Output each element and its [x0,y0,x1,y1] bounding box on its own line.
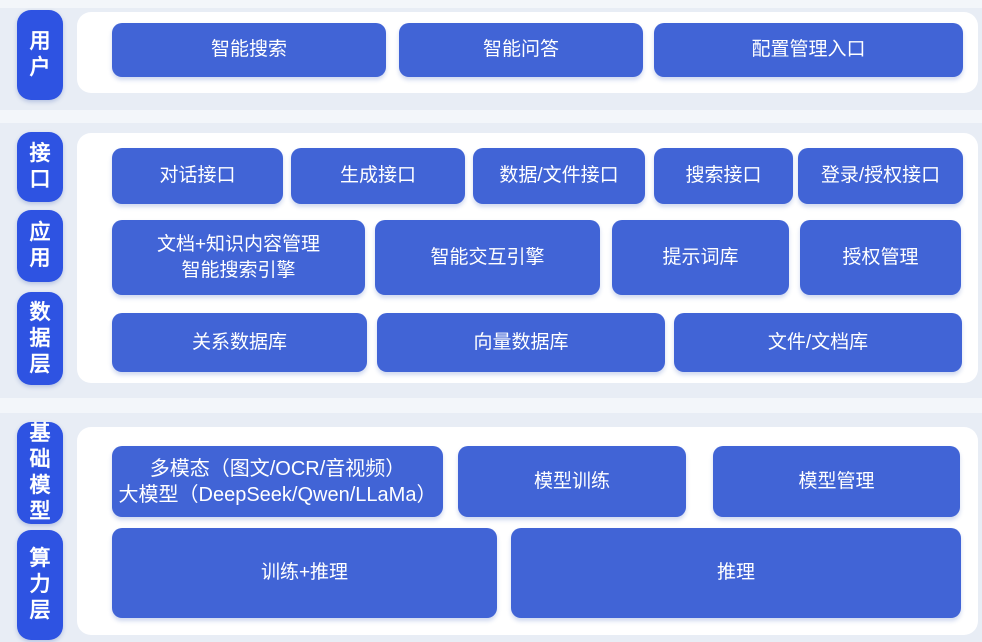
layer-label-compute-text: 算力层 [29,547,51,622]
row-interface: 对话接口 生成接口 数据/文件接口 搜索接口 登录/授权接口 [112,148,963,204]
section-middle: 接口 应用 数据层 对话接口 生成接口 数据/文件接口 搜索接口 登录/授权接口… [0,123,982,398]
node-relational-db: 关系数据库 [112,313,367,372]
layer-label-compute: 算力层 [17,530,63,640]
row-application: 文档+知识内容管理 智能搜索引擎 智能交互引擎 提示词库 授权管理 [112,220,961,295]
section-bottom: 基础模型 算力层 多模态（图文/OCR/音视频） 大模型（DeepSeek/Qw… [0,413,982,642]
node-login-auth-api: 登录/授权接口 [798,148,963,204]
node-search-api: 搜索接口 [654,148,793,204]
layer-label-data-text: 数据层 [29,300,51,376]
node-vector-db: 向量数据库 [377,313,665,372]
layer-label-user: 用户 [17,10,63,100]
layer-label-data: 数据层 [17,292,63,385]
panel-bottom: 多模态（图文/OCR/音视频） 大模型（DeepSeek/Qwen/LLaMa）… [77,427,978,635]
node-generation-api: 生成接口 [291,148,465,204]
node-smart-search: 智能搜索 [112,23,386,77]
node-prompt-library: 提示词库 [612,220,789,295]
row-foundation-model: 多模态（图文/OCR/音视频） 大模型（DeepSeek/Qwen/LLaMa）… [112,446,960,517]
section-user: 用户 智能搜索 智能问答 配置管理入口 [0,8,982,110]
node-smart-interaction-engine: 智能交互引擎 [375,220,600,295]
layer-label-foundation-model-text: 基础模型 [29,422,51,523]
node-smart-qa: 智能问答 [399,23,643,77]
row-user: 智能搜索 智能问答 配置管理入口 [112,23,963,77]
layer-label-foundation-model: 基础模型 [17,422,63,524]
node-dialog-api: 对话接口 [112,148,283,204]
layer-label-interface: 接口 [17,132,63,202]
node-multimodal-llm: 多模态（图文/OCR/音视频） 大模型（DeepSeek/Qwen/LLaMa） [112,446,443,517]
node-file-doc-store: 文件/文档库 [674,313,962,372]
layer-label-user-text: 用户 [29,30,51,79]
row-data: 关系数据库 向量数据库 文件/文档库 [112,313,962,372]
node-doc-knowledge-search-engine: 文档+知识内容管理 智能搜索引擎 [112,220,365,295]
node-training-inference: 训练+推理 [112,528,497,618]
node-data-file-api: 数据/文件接口 [473,148,645,204]
row-compute: 训练+推理 推理 [112,528,961,618]
layer-label-interface-text: 接口 [29,142,51,191]
node-config-admin-entry: 配置管理入口 [654,23,963,77]
panel-middle: 对话接口 生成接口 数据/文件接口 搜索接口 登录/授权接口 文档+知识内容管理… [77,133,978,383]
node-auth-management: 授权管理 [800,220,961,295]
layer-label-application: 应用 [17,210,63,282]
node-inference: 推理 [511,528,961,618]
panel-user: 智能搜索 智能问答 配置管理入口 [77,12,978,93]
layer-label-application-text: 应用 [29,221,51,270]
node-model-management: 模型管理 [713,446,960,517]
node-model-training: 模型训练 [458,446,686,517]
